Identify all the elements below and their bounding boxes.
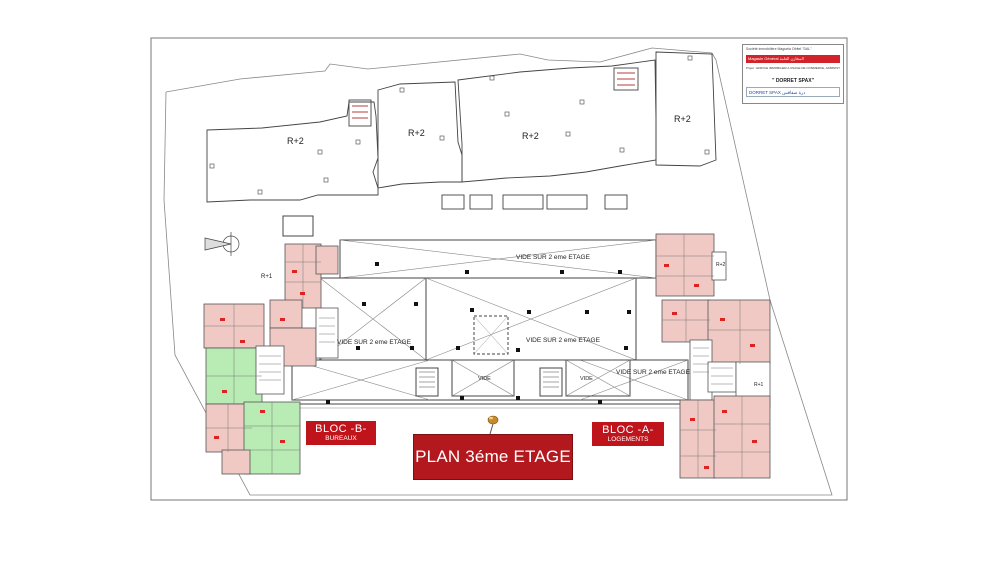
label-void-top: VIDE SUR 2 eme ETAGE (516, 254, 591, 261)
sheet-frame (150, 37, 848, 501)
label-r2-building-4: R+2 (674, 114, 691, 124)
title-block-project: Projet : EDIFICE IMMOBILIER A USAGE DE C… (746, 66, 840, 70)
bloc-a-sublabel: LOGEMENTS (607, 436, 649, 443)
north-arrow-icon (204, 232, 240, 256)
label-r1-left: R+1 (261, 274, 273, 280)
central-stairs (419, 371, 559, 388)
title-block-company: Société immobilière Maguela Ofritel "DAL… (746, 47, 812, 51)
bloc-a-floorplate (655, 233, 771, 479)
label-r1-right: R+1 (754, 382, 764, 388)
r2-columns (209, 55, 710, 195)
bloc-b-label: BLOC -B- (315, 423, 367, 435)
bloc-b-interior-walls (204, 244, 335, 474)
label-void-center: VIDE SUR 2 eme ETAGE (526, 337, 601, 344)
r2-stair-hatch (352, 72, 635, 119)
plan-title: PLAN 3éme ETAGE (415, 447, 571, 466)
bloc-a-red-accents (664, 264, 757, 469)
title-block-name: " DORRET SPAX" (772, 78, 814, 84)
label-r2-building-1: R+2 (287, 136, 304, 146)
pushpin-icon (487, 415, 499, 435)
label-r2-building-3: R+2 (522, 131, 539, 141)
bloc-a-label: BLOC -A- (602, 424, 654, 436)
dorret-spax-logo: DORRET SPAX درة صفاقس (746, 87, 840, 97)
magasin-general-logo: Magasin Général المخازن العامة (746, 55, 840, 63)
central-structure (282, 215, 690, 409)
r2-buildings (206, 51, 717, 210)
label-vide-2: VIDE (580, 376, 593, 382)
bloc-b-tag: BLOC -B- BUREAUX (306, 421, 376, 445)
title-block: Société immobilière Maguela Ofritel "DAL… (742, 44, 844, 104)
label-void-left: VIDE SUR 2 eme ETAGE (337, 339, 412, 346)
label-void-right: VIDE SUR 2 eme ETAGE (616, 369, 691, 376)
bloc-b-sublabel: BUREAUX (325, 435, 357, 442)
label-r2-small: R+2 (716, 262, 726, 268)
central-columns (304, 262, 631, 404)
plan-title-banner: PLAN 3éme ETAGE (413, 434, 573, 480)
label-vide-1: VIDE (478, 376, 491, 382)
bloc-a-tag: BLOC -A- LOGEMENTS (592, 422, 664, 446)
label-r2-building-2: R+2 (408, 128, 425, 138)
bloc-a-interior-walls (656, 234, 770, 478)
bloc-b-red-accents (214, 270, 305, 443)
